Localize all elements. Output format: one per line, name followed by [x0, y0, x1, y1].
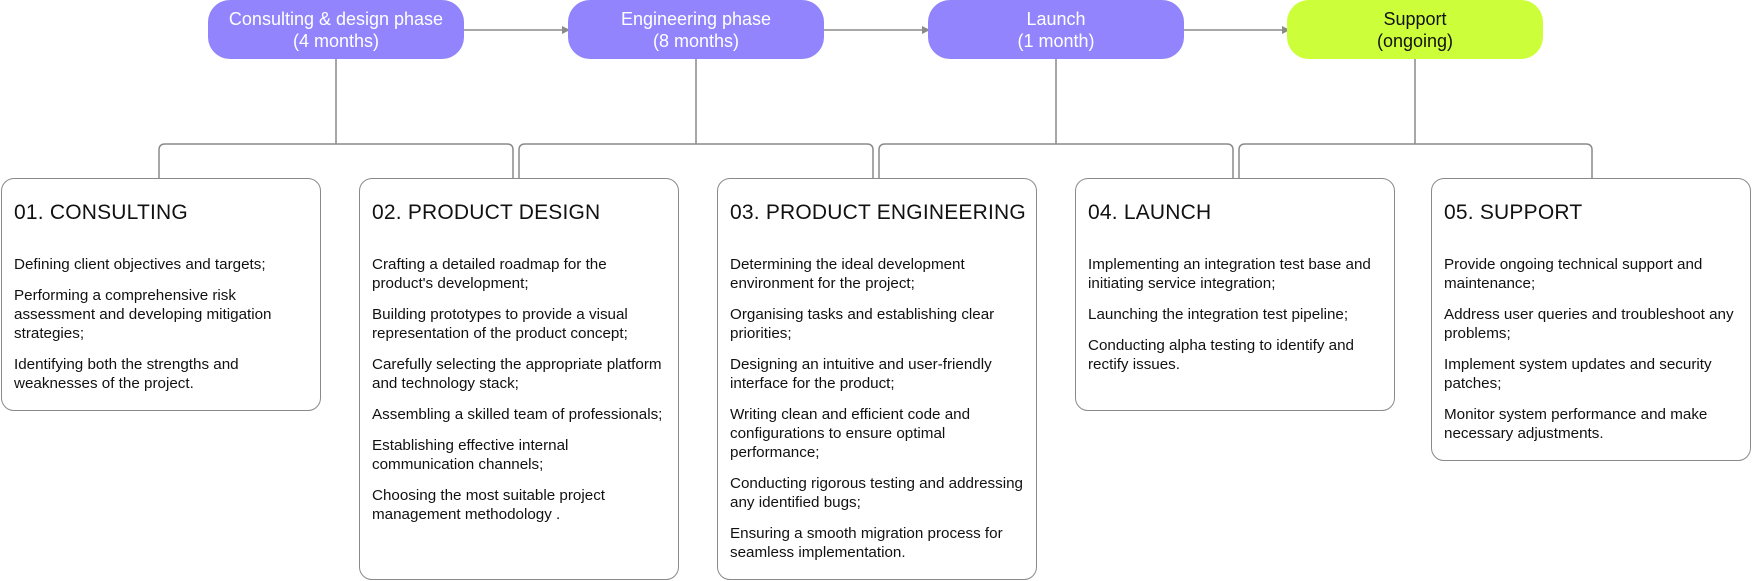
phase-duration: (8 months) [652, 30, 740, 51]
phase-support: Support (ongoing) [1287, 0, 1543, 59]
phase-consulting-design: Consulting & design phase (4 months) [208, 0, 464, 59]
bracket-phase-1 [158, 59, 514, 178]
phase-duration: (ongoing) [1376, 30, 1454, 51]
phase-engineering: Engineering phase (8 months) [568, 0, 824, 59]
stage-task: Determining the ideal development enviro… [730, 256, 965, 292]
stage-task-list: Determining the ideal development enviro… [730, 255, 1025, 562]
stage-title: 05. SUPPORT [1444, 201, 1583, 224]
phase-launch: Launch (1 month) [928, 0, 1184, 59]
bracket-phase-2 [518, 59, 874, 178]
stage-task-list: Provide ongoing technical support and ma… [1444, 255, 1739, 443]
stage-task: Launching the integration test pipeline; [1088, 306, 1349, 323]
stage-task: Conducting rigorous testing and addressi… [730, 475, 1023, 511]
stage-task: Provide ongoing technical support and ma… [1444, 256, 1703, 292]
phase-title: Support [1383, 8, 1447, 29]
stage-task: Performing a comprehensive risk assessme… [14, 287, 272, 342]
phase-title: Consulting & design phase [228, 8, 444, 29]
stage-task-list: Implementing an integration test base an… [1088, 255, 1383, 374]
stage-task: Designing an intuitive and user-friendly… [730, 356, 992, 392]
stage-card-launch: 04. LAUNCH Implementing an integration t… [1075, 178, 1395, 411]
stage-task-list: Crafting a detailed roadmap for the prod… [372, 255, 667, 524]
stage-task: Establishing effective internal communic… [372, 437, 569, 473]
stage-task: Writing clean and efficient code and con… [730, 406, 971, 461]
stage-task: Implementing an integration test base an… [1088, 256, 1371, 292]
stage-title: 01. CONSULTING [14, 201, 188, 224]
stage-task: Choosing the most suitable project manag… [372, 487, 606, 523]
phase-duration: (1 month) [1017, 30, 1095, 51]
stage-task: Monitor system performance and make nece… [1444, 406, 1708, 442]
stage-title: 03. PRODUCT ENGINEERING [730, 201, 1026, 224]
phase-duration: (4 months) [292, 30, 380, 51]
stage-task: Identifying both the strengths and weakn… [14, 356, 239, 392]
stage-task: Organising tasks and establishing clear … [730, 306, 995, 342]
stage-task: Crafting a detailed roadmap for the prod… [372, 256, 607, 292]
stage-card-product-engineering: 03. PRODUCT ENGINEERING Determining the … [717, 178, 1037, 580]
stage-task: Defining client objectives and targets; [14, 256, 266, 273]
stage-card-consulting: 01. CONSULTING Defining client objective… [1, 178, 321, 411]
stage-title: 02. PRODUCT DESIGN [372, 201, 601, 224]
phase-title: Launch [1026, 8, 1086, 29]
stage-task: Assembling a skilled team of professiona… [372, 406, 663, 423]
stage-task: Address user queries and troubleshoot an… [1444, 306, 1734, 342]
stage-card-product-design: 02. PRODUCT DESIGN Crafting a detailed r… [359, 178, 679, 580]
stage-task-list: Defining client objectives and targets; … [14, 255, 309, 393]
stage-card-support: 05. SUPPORT Provide ongoing technical su… [1431, 178, 1751, 461]
stage-task: Carefully selecting the appropriate plat… [372, 356, 662, 392]
phase-title: Engineering phase [620, 8, 772, 29]
bracket-phase-3 [878, 59, 1234, 178]
stage-task: Building prototypes to provide a visual … [372, 306, 628, 342]
stage-task: Ensuring a smooth migration process for … [730, 525, 1003, 561]
stage-title: 04. LAUNCH [1088, 201, 1212, 224]
bracket-phase-4 [1238, 59, 1593, 178]
stage-task: Implement system updates and security pa… [1444, 356, 1712, 392]
stage-task: Conducting alpha testing to identify and… [1088, 337, 1354, 373]
